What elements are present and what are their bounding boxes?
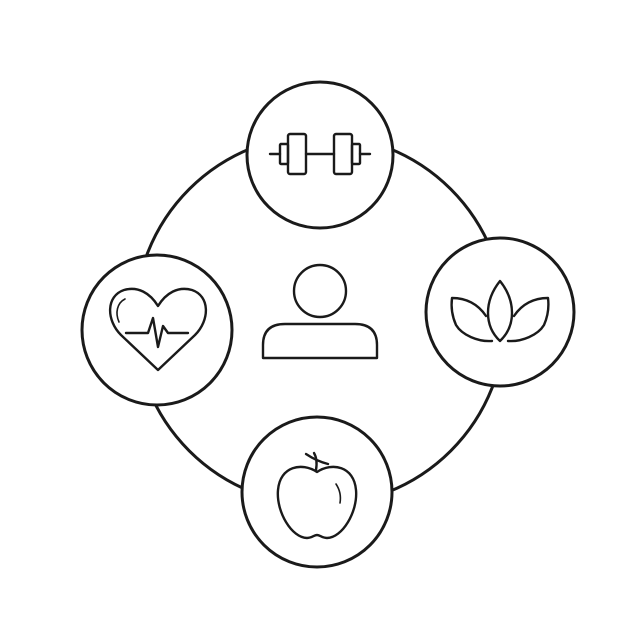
node-nutrition	[240, 415, 394, 569]
node-nutrition-circle	[240, 415, 394, 569]
node-mindfulness-circle	[424, 236, 576, 388]
apple-icon	[276, 451, 358, 540]
heartbeat-icon	[108, 287, 208, 372]
node-mindfulness	[424, 236, 576, 388]
person-icon	[261, 263, 379, 360]
dumbbell-icon	[268, 132, 372, 176]
node-heart-health	[80, 253, 234, 407]
node-heart-health-circle	[80, 253, 234, 407]
lotus-icon	[450, 279, 550, 343]
node-fitness	[245, 80, 395, 230]
